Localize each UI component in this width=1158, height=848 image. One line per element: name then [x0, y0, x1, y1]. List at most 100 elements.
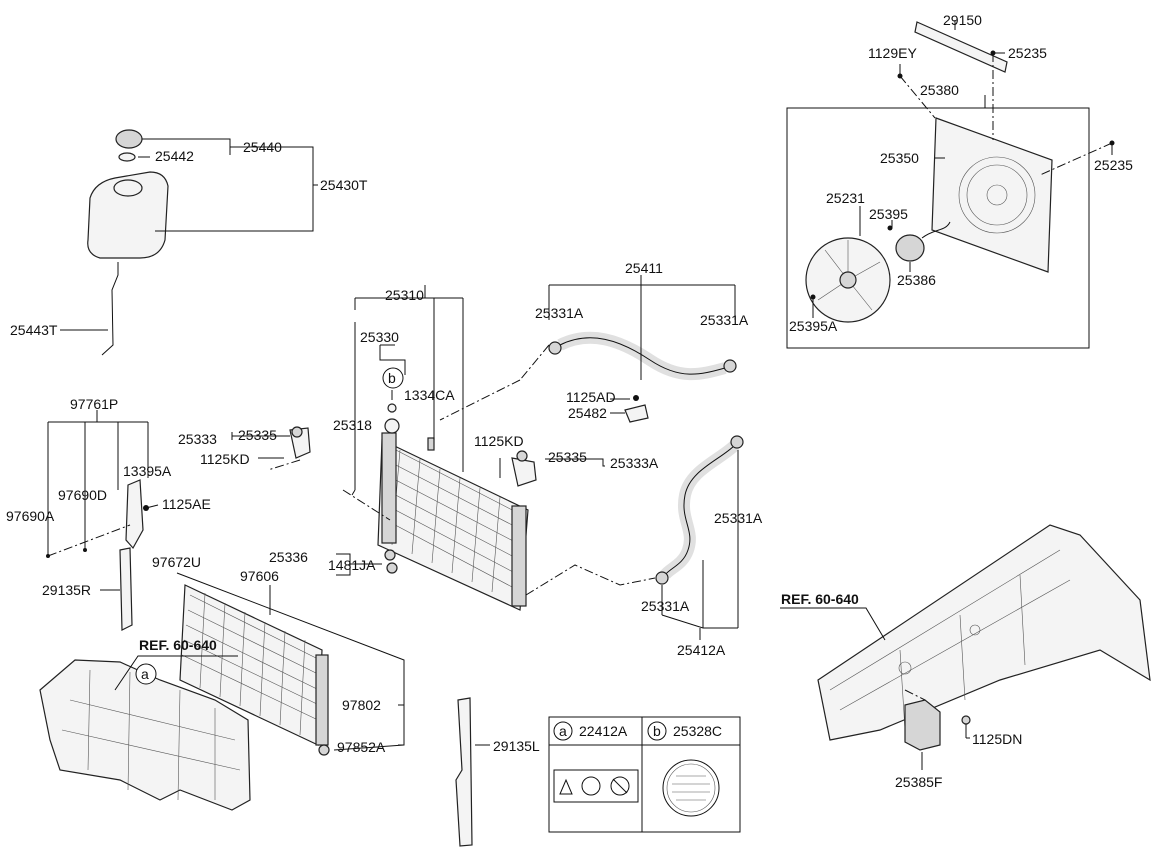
ref-label-right: REF. 60-640	[781, 591, 859, 607]
label-13395a: 13395A	[123, 463, 172, 479]
coolant-reservoir-assembly	[60, 129, 318, 356]
lower-radiator-hose	[664, 444, 736, 576]
warning-label-22412a	[553, 769, 639, 803]
radiator-right-tank	[511, 505, 527, 607]
label-97606: 97606	[240, 568, 279, 584]
label-97761p: 97761P	[70, 396, 118, 412]
label-25335-left: 25335	[238, 427, 277, 443]
label-1129ey: 1129EY	[868, 45, 917, 61]
hose-clamp-c	[730, 435, 744, 449]
label-1125ae: 1125AE	[162, 496, 211, 512]
label-25380: 25380	[920, 82, 959, 98]
label-1481ja: 1481JA	[328, 557, 376, 573]
legend-b-circle	[647, 721, 667, 741]
legend-a-letter: a	[559, 723, 567, 739]
label-1125kd-right: 1125KD	[474, 433, 524, 449]
front-end-carrier	[39, 659, 251, 811]
cap-seal	[118, 152, 136, 162]
upper-radiator-hose	[559, 337, 726, 375]
legend-table	[548, 716, 741, 833]
label-29135l: 29135L	[493, 738, 540, 754]
label-25330: 25330	[360, 329, 399, 345]
marker-b-radiator-text: b	[388, 370, 396, 386]
label-25395: 25395	[869, 206, 908, 222]
bracket-29150	[914, 21, 1008, 73]
marker-b-radiator	[382, 367, 404, 389]
overflow-hose	[101, 262, 119, 356]
label-97690d: 97690D	[58, 487, 107, 503]
sensor-25385f	[904, 699, 941, 751]
label-25231: 25231	[826, 190, 865, 206]
upper-hose-assembly	[439, 275, 737, 423]
hose-bracket-25482	[624, 404, 649, 423]
front-side-member	[817, 524, 1151, 741]
radiator-cap	[384, 418, 400, 434]
fan-shroud-assembly	[786, 20, 1115, 349]
label-25350: 25350	[880, 150, 919, 166]
shroud-fan-ring	[958, 156, 1036, 234]
lower-insulator	[384, 549, 396, 561]
label-25235-top: 25235	[1008, 45, 1047, 61]
label-25318: 25318	[333, 417, 372, 433]
hose-clamp-a	[548, 341, 562, 355]
label-97690a: 97690A	[6, 508, 55, 524]
label-25411: 25411	[625, 260, 663, 276]
fan-assembly-frame	[786, 107, 1090, 349]
label-25395a: 25395A	[789, 318, 838, 334]
legend-border	[548, 716, 741, 833]
label-25235-right: 25235	[1094, 157, 1133, 173]
hose-clamp-b	[723, 359, 737, 373]
condenser-cap	[318, 744, 330, 756]
cap-label-25328c	[662, 759, 720, 817]
label-25331a-upper-right: 25331A	[700, 312, 749, 328]
label-29135r: 29135R	[42, 582, 91, 598]
legend-b-part: 25328C	[673, 723, 722, 739]
label-1125dn: 1125DN	[972, 731, 1022, 747]
marker-a-front-text: a	[141, 666, 149, 682]
legend-a-part: 22412A	[579, 723, 628, 739]
hose-clamp-d	[655, 571, 669, 585]
label-25430t: 25430T	[320, 177, 368, 193]
radiator-assembly	[231, 285, 605, 611]
label-1125kd-left: 1125KD	[200, 451, 250, 467]
ref-label-left: REF. 60-640	[139, 637, 217, 653]
label-25443t: 25443T	[10, 322, 58, 338]
upper-bracket-right	[511, 457, 537, 487]
fan-motor	[895, 234, 925, 262]
label-25336: 25336	[269, 549, 308, 565]
label-97802: 97802	[342, 697, 381, 713]
label-1125ad: 1125AD	[566, 389, 616, 405]
bracket-13395a	[125, 479, 144, 550]
label-29150: 29150	[943, 12, 982, 28]
label-25310: 25310	[385, 287, 424, 303]
label-25333: 25333	[178, 431, 217, 447]
label-25331a-lower-right: 25331A	[714, 510, 763, 526]
label-25412a: 25412A	[677, 642, 726, 658]
label-25386: 25386	[897, 272, 936, 288]
label-25442: 25442	[155, 148, 194, 164]
front-end-module: a	[39, 655, 251, 811]
label-1334ca: 1334CA	[404, 387, 455, 403]
label-25333a: 25333A	[610, 455, 659, 471]
legend-b-letter: b	[653, 723, 661, 739]
marker-a-front	[135, 663, 157, 685]
label-25385f: 25385F	[895, 774, 942, 790]
air-guard-29135l	[455, 697, 490, 847]
side-member-assembly	[780, 524, 1151, 770]
left-bracket-assembly	[46, 410, 159, 631]
air-guard-29135r	[119, 547, 133, 631]
label-97672u: 97672U	[152, 554, 201, 570]
label-25335-right: 25335	[548, 449, 587, 465]
label-25331a-lower-left: 25331A	[641, 598, 690, 614]
reservoir-cap	[115, 129, 143, 149]
label-97852a: 97852A	[337, 739, 386, 755]
lower-hose-assembly	[525, 435, 744, 640]
condenser-receiver	[315, 654, 329, 746]
label-25440: 25440	[243, 139, 282, 155]
label-25482: 25482	[568, 405, 607, 421]
radiator-left-tank	[381, 432, 397, 544]
label-25331a-upper-left: 25331A	[535, 305, 584, 321]
legend-a-circle	[553, 721, 573, 741]
reservoir-tank	[87, 171, 169, 259]
